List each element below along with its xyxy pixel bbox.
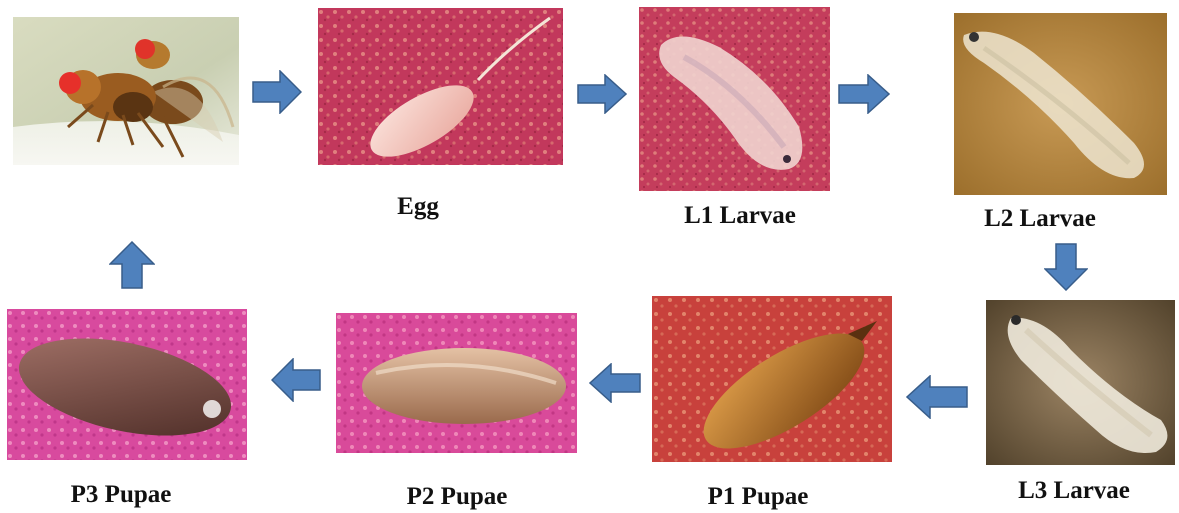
stage-label-p3: P3 Pupae	[71, 481, 172, 509]
stage-label-l3: L3 Larvae	[1018, 477, 1130, 505]
stage-label-p2: P2 Pupae	[407, 483, 508, 511]
egg-photo	[318, 8, 563, 165]
arrow-l1-to-l2	[838, 74, 890, 114]
p1-pupa-photo	[652, 296, 892, 462]
arrow-p2-to-p3	[271, 358, 321, 402]
l3-larva-photo	[986, 300, 1175, 465]
stage-label-p1: P1 Pupae	[708, 483, 809, 511]
stage-label-l2: L2 Larvae	[984, 205, 1096, 233]
p3-pupa-photo	[7, 309, 247, 460]
adult-flies-photo	[13, 17, 239, 165]
arrow-egg-to-l1	[577, 74, 627, 114]
l2-larva-photo	[954, 13, 1167, 195]
stage-label-egg: Egg	[397, 193, 439, 221]
l1-larva-photo	[639, 7, 830, 191]
arrow-p3-to-adult	[109, 241, 155, 289]
arrow-l3-to-p1	[906, 375, 968, 419]
arrow-adult-to-egg	[252, 70, 302, 114]
arrow-p1-to-p2	[589, 363, 641, 403]
p2-pupa-photo	[336, 313, 577, 453]
stage-label-l1: L1 Larvae	[684, 202, 796, 230]
arrow-l2-to-l3	[1044, 243, 1088, 291]
